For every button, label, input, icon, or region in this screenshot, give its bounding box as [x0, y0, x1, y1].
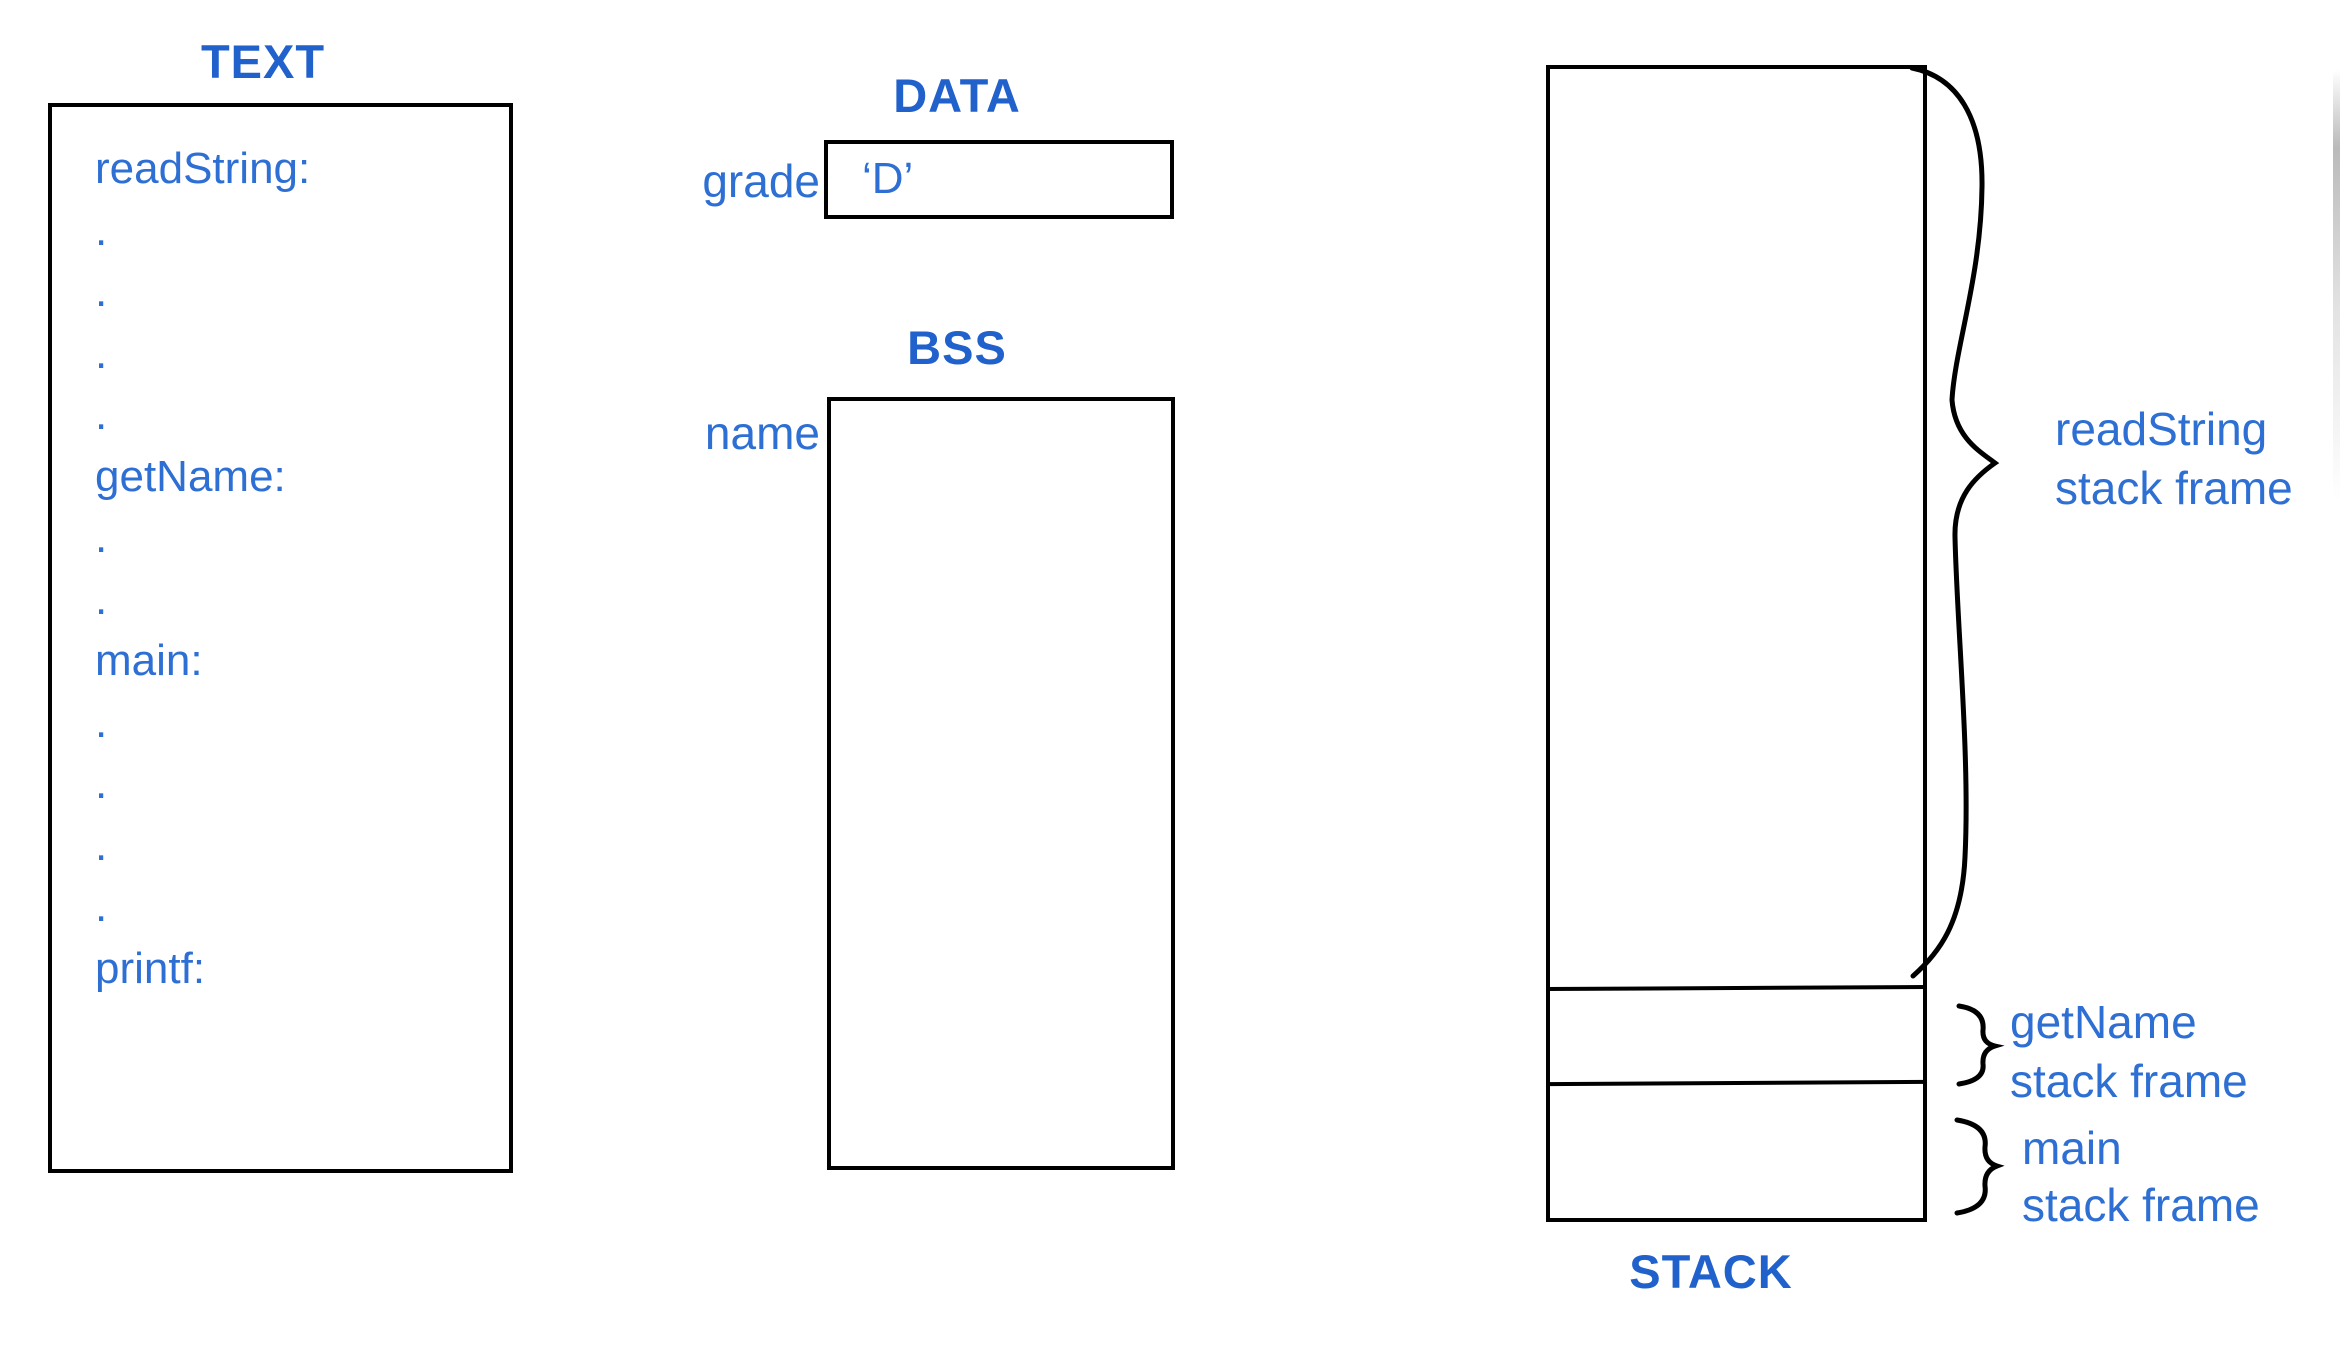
caption-line: stack frame: [2010, 1055, 2248, 1107]
caption-line: main: [2022, 1122, 2122, 1174]
text-line: printf:: [95, 943, 206, 993]
text-line: readString:: [95, 144, 311, 193]
caption-line: stack frame: [2055, 462, 2293, 514]
getname-frame-caption: getName stack frame: [2010, 993, 2248, 1111]
getname-brace-icon: [1956, 1003, 2005, 1087]
name-variable-label: name: [704, 407, 820, 459]
caption-line: stack frame: [2022, 1179, 2260, 1231]
text-line: .: [95, 574, 108, 624]
text-line: .: [95, 882, 108, 931]
text-line: getName:: [95, 451, 286, 501]
text-line: .: [95, 820, 108, 870]
text-line: .: [95, 205, 108, 255]
grade-value: ‘D’: [862, 154, 914, 203]
text-segment-lines: readString: . . . . getName: . . main: .…: [95, 138, 310, 999]
readstring-brace-icon: [1909, 65, 2000, 979]
data-segment-box: [824, 140, 1174, 219]
text-line: .: [95, 513, 108, 562]
main-brace-icon: [1954, 1117, 2005, 1216]
text-line: .: [95, 328, 108, 378]
text-line: .: [95, 759, 108, 808]
readstring-frame-caption: readString stack frame: [2055, 400, 2293, 518]
text-line: .: [95, 697, 108, 747]
data-segment-title: DATA: [893, 69, 1021, 122]
caption-line: getName: [2010, 996, 2197, 1048]
text-line: .: [95, 267, 108, 316]
text-segment-box: [48, 103, 513, 1173]
stack-segment-title: STACK: [1629, 1245, 1793, 1298]
stack-braces: [1909, 65, 2005, 1216]
text-line: main:: [95, 636, 203, 685]
grade-variable-label: grade: [702, 155, 820, 207]
bss-segment-box: [827, 397, 1175, 1170]
text-segment-title: TEXT: [200, 35, 326, 88]
stack-segment-box: [1546, 65, 1927, 1222]
bss-segment-title: BSS: [907, 321, 1007, 374]
main-frame-caption: main stack frame: [2022, 1120, 2260, 1234]
screen-edge-artifact: [2333, 70, 2340, 500]
caption-line: readString: [2055, 403, 2268, 455]
text-line: .: [95, 390, 108, 439]
